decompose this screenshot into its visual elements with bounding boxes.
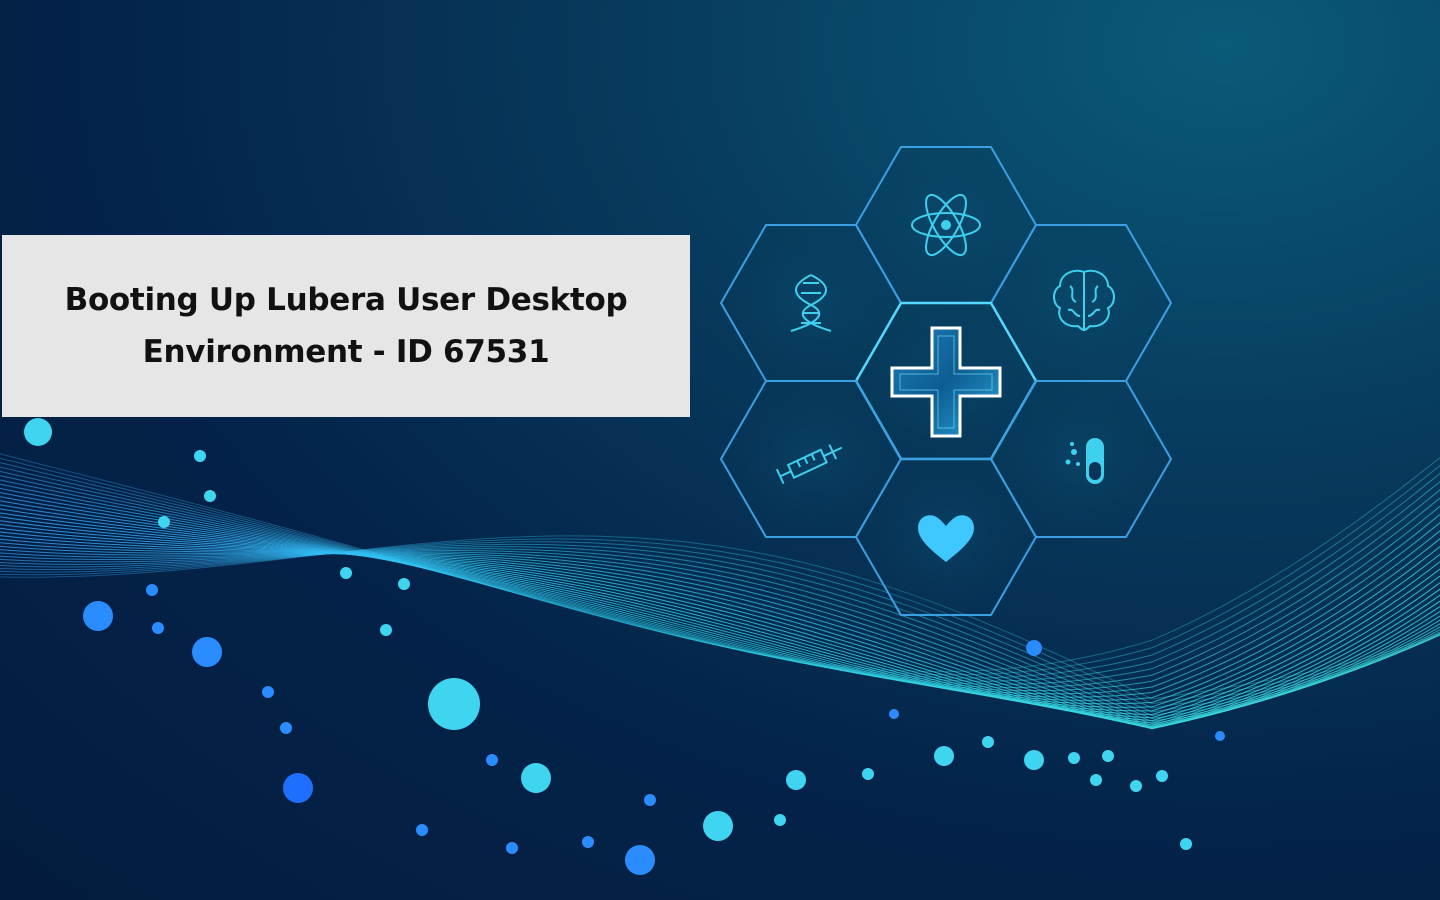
particle-dot: [146, 584, 158, 596]
particle-dot: [416, 824, 428, 836]
particle-dot: [1090, 774, 1102, 786]
particle-dot: [934, 746, 954, 766]
particle-dot: [283, 773, 313, 803]
particle-dot: [506, 842, 518, 854]
particle-dot: [582, 836, 594, 848]
particle-dot: [862, 768, 874, 780]
pill-capsule-icon: [1065, 438, 1104, 484]
particle-dot: [703, 811, 733, 841]
medical-cross-icon: [890, 326, 1002, 438]
atom-icon: [911, 193, 981, 257]
boot-message-title: Booting Up Lubera User Desktop Environme…: [64, 282, 628, 370]
particle-dot: [428, 678, 480, 730]
particle-dots: [24, 418, 1225, 875]
particle-dot: [340, 567, 352, 579]
wave-lines: [0, 453, 1440, 730]
particle-dot: [262, 686, 274, 698]
particle-dot: [24, 418, 52, 446]
particle-dot: [1024, 750, 1044, 770]
particle-dot: [1156, 770, 1168, 782]
particle-dot: [1215, 731, 1225, 741]
particle-dot: [889, 709, 899, 719]
particle-dot: [398, 578, 410, 590]
particle-dot: [1102, 750, 1114, 762]
particle-dot: [786, 770, 806, 790]
particle-dot: [1026, 640, 1042, 656]
particle-dot: [644, 794, 656, 806]
brain-icon: [1053, 269, 1115, 332]
particle-dot: [380, 624, 392, 636]
particle-dot: [1180, 838, 1192, 850]
particle-dot: [152, 622, 164, 634]
particle-dot: [1130, 780, 1142, 792]
particle-dot: [280, 722, 292, 734]
particle-dot: [194, 450, 206, 462]
particle-dot: [204, 490, 216, 502]
particle-dot: [521, 763, 551, 793]
particle-dot: [486, 754, 498, 766]
particle-dot: [774, 814, 786, 826]
particle-dot: [982, 736, 994, 748]
dna-icon: [790, 274, 832, 332]
particle-dot: [625, 845, 655, 875]
particle-dot: [83, 601, 113, 631]
syringe-icon: [775, 444, 843, 485]
particle-dot: [158, 516, 170, 528]
boot-message-banner: Booting Up Lubera User Desktop Environme…: [2, 235, 690, 417]
particle-dot: [192, 637, 222, 667]
heart-icon: [918, 515, 974, 562]
particle-dot: [1068, 752, 1080, 764]
